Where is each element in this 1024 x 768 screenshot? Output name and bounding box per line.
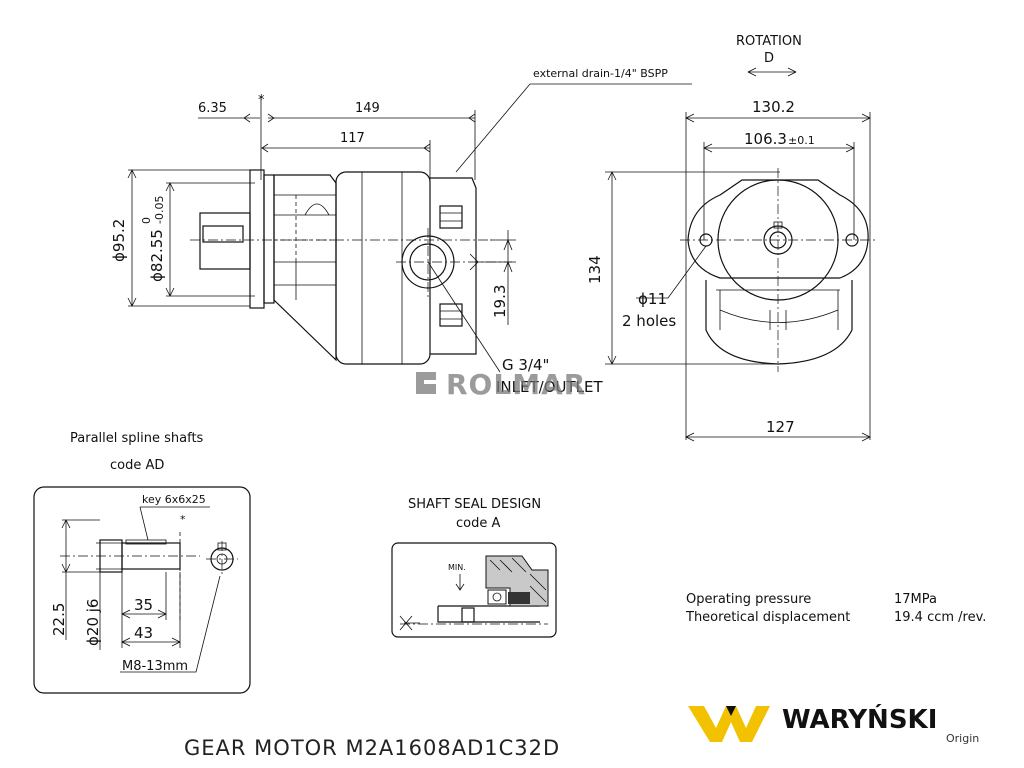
port-sub-label: INLET/OUTLET <box>496 378 603 396</box>
shaft-heading-2: code AD <box>110 458 164 473</box>
dim-82-55-tol-upper: 0 <box>140 217 153 224</box>
seal-box <box>391 542 557 638</box>
seal-heading-2: code A <box>456 516 500 531</box>
seal-arrow-icon <box>455 574 465 591</box>
seal-heading-1: SHAFT SEAL DESIGN <box>408 497 541 512</box>
shaft-star: * <box>180 513 186 526</box>
spec-value-displacement: 19.4 ccm /rev. <box>894 610 986 625</box>
spec-value-pressure: 17MPa <box>894 592 937 607</box>
dim-134: 134 <box>586 255 604 284</box>
holes-diameter: ϕ11 <box>638 290 667 308</box>
shaft-panel: Parallel spline shafts code AD key 6x6x2… <box>33 431 251 694</box>
port-label: G 3/4" <box>502 356 549 374</box>
watermark-text: ROLMAR <box>446 368 586 401</box>
seal-min-label: MIN. <box>448 563 466 572</box>
watermark: ROLMAR <box>416 368 586 401</box>
specs: Operating pressure 17MPa Theoretical dis… <box>685 592 986 625</box>
dim-106-3: 106.3 <box>744 130 787 148</box>
dim-19-3: 19.3 <box>491 285 509 318</box>
drain-leader <box>455 83 692 173</box>
dim-82-55: ϕ82.55 <box>148 229 166 282</box>
rotation-label: ROTATION <box>736 34 802 49</box>
rotation-arrow-icon <box>747 67 797 77</box>
dim-117: 117 <box>340 131 365 146</box>
dim-star: * <box>258 93 265 108</box>
dim-106-3-tol: ±0.1 <box>788 134 815 147</box>
spec-label-pressure: Operating pressure <box>686 592 811 607</box>
shaft-key-label: key 6x6x25 <box>142 493 206 506</box>
side-view: 6.35 * 149 117 ϕ95.2 ϕ82.55 0 -0.05 <box>110 93 603 396</box>
shaft-heading-1: Parallel spline shafts <box>70 431 204 446</box>
drain-label: external drain-1/4" BSPP <box>533 67 668 80</box>
brand-sub: Origin <box>946 732 979 745</box>
rolmar-logo-icon <box>416 372 436 394</box>
brand-logo: WARYŃSKI Origin <box>688 703 979 745</box>
shaft-dim-20j6: ϕ20 j6 <box>84 599 102 646</box>
drawing-title: GEAR MOTOR M2A1608AD1C32D <box>184 736 560 760</box>
front-view: 130.2 106.3 ±0.1 134 127 ϕ11 2 holes <box>586 98 876 442</box>
dim-82-55-tol-lower: -0.05 <box>153 196 166 224</box>
rotation-code: D <box>764 51 774 66</box>
dim-6-35: 6.35 <box>198 101 227 116</box>
waryński-logo-icon <box>688 706 770 742</box>
shaft-dim-22-5: 22.5 <box>50 603 68 636</box>
dim-95-2: ϕ95.2 <box>110 219 128 262</box>
shaft-dim-43: 43 <box>134 624 153 642</box>
seal-panel: SHAFT SEAL DESIGN code A MIN. <box>391 497 557 638</box>
rotation-indicator: ROTATION D <box>736 34 802 77</box>
shaft-thread: M8-13mm <box>122 659 188 674</box>
shaft-box <box>33 486 251 694</box>
dim-149: 149 <box>355 101 380 116</box>
spec-label-displacement: Theoretical displacement <box>685 610 850 625</box>
dim-127: 127 <box>766 418 795 436</box>
brand-name: WARYŃSKI <box>782 703 937 735</box>
shaft-dim-35: 35 <box>134 596 153 614</box>
holes-label: 2 holes <box>622 312 676 330</box>
dim-130-2: 130.2 <box>752 98 795 116</box>
